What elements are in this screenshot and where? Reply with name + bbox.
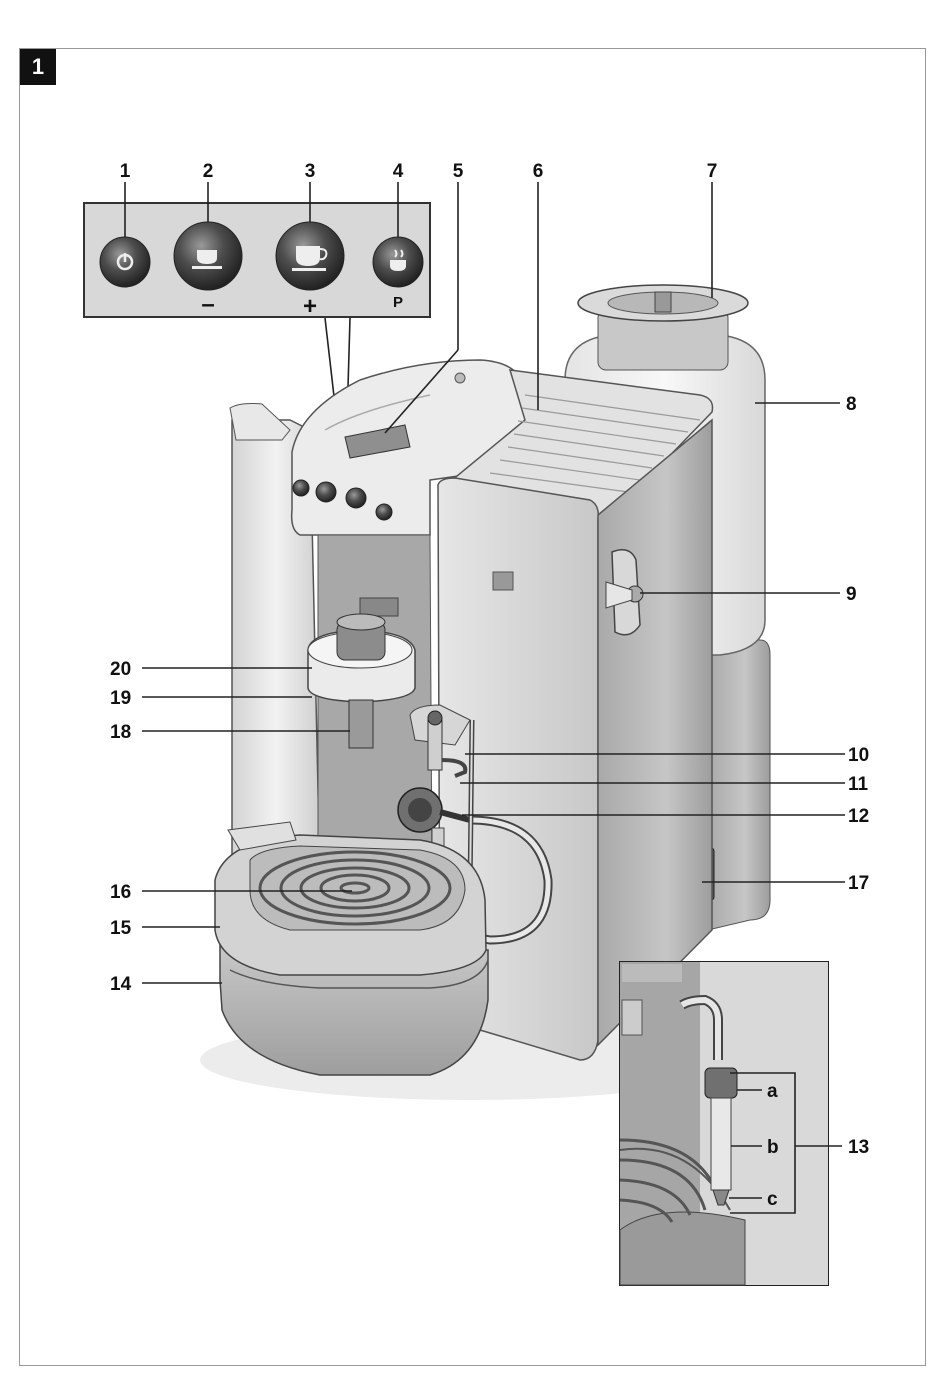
small-cup-button[interactable] [174, 222, 242, 290]
minus-symbol: – [201, 291, 214, 318]
front-button-2[interactable] [316, 482, 336, 502]
callout-18: 18 [110, 722, 131, 743]
large-cup-button[interactable] [276, 222, 344, 290]
on-off-button[interactable] [100, 237, 150, 287]
drip-tray [215, 822, 488, 1075]
callout-12: 12 [848, 806, 869, 827]
callout-15: 15 [110, 918, 132, 939]
callout-1: 1 [120, 161, 131, 182]
inset-label-b: b [767, 1137, 779, 1158]
callout-2: 2 [203, 161, 214, 182]
callout-20: 20 [110, 659, 131, 680]
callout-14: 14 [110, 974, 132, 995]
callout-16: 16 [110, 882, 131, 903]
callout-9: 9 [846, 584, 857, 605]
callout-10: 10 [848, 745, 869, 766]
steam-program-button[interactable] [373, 237, 423, 287]
front-button-3[interactable] [346, 488, 366, 508]
program-symbol: P [393, 294, 403, 311]
callout-7: 7 [707, 161, 718, 182]
callout-3: 3 [305, 161, 316, 182]
front-button-1[interactable] [293, 480, 309, 496]
inset-label-c: c [767, 1189, 778, 1210]
callout-4: 4 [393, 161, 404, 182]
inset-detail [620, 962, 828, 1285]
callout-11: 11 [848, 774, 869, 795]
callout-6: 6 [533, 161, 544, 182]
inset-label-a: a [767, 1081, 778, 1102]
callout-19: 19 [110, 688, 131, 709]
callout-5: 5 [453, 161, 464, 182]
callout-13: 13 [848, 1137, 869, 1158]
plus-symbol: + [303, 293, 317, 320]
callout-8: 8 [846, 394, 857, 415]
callout-17: 17 [848, 873, 869, 894]
front-button-4[interactable] [376, 504, 392, 520]
